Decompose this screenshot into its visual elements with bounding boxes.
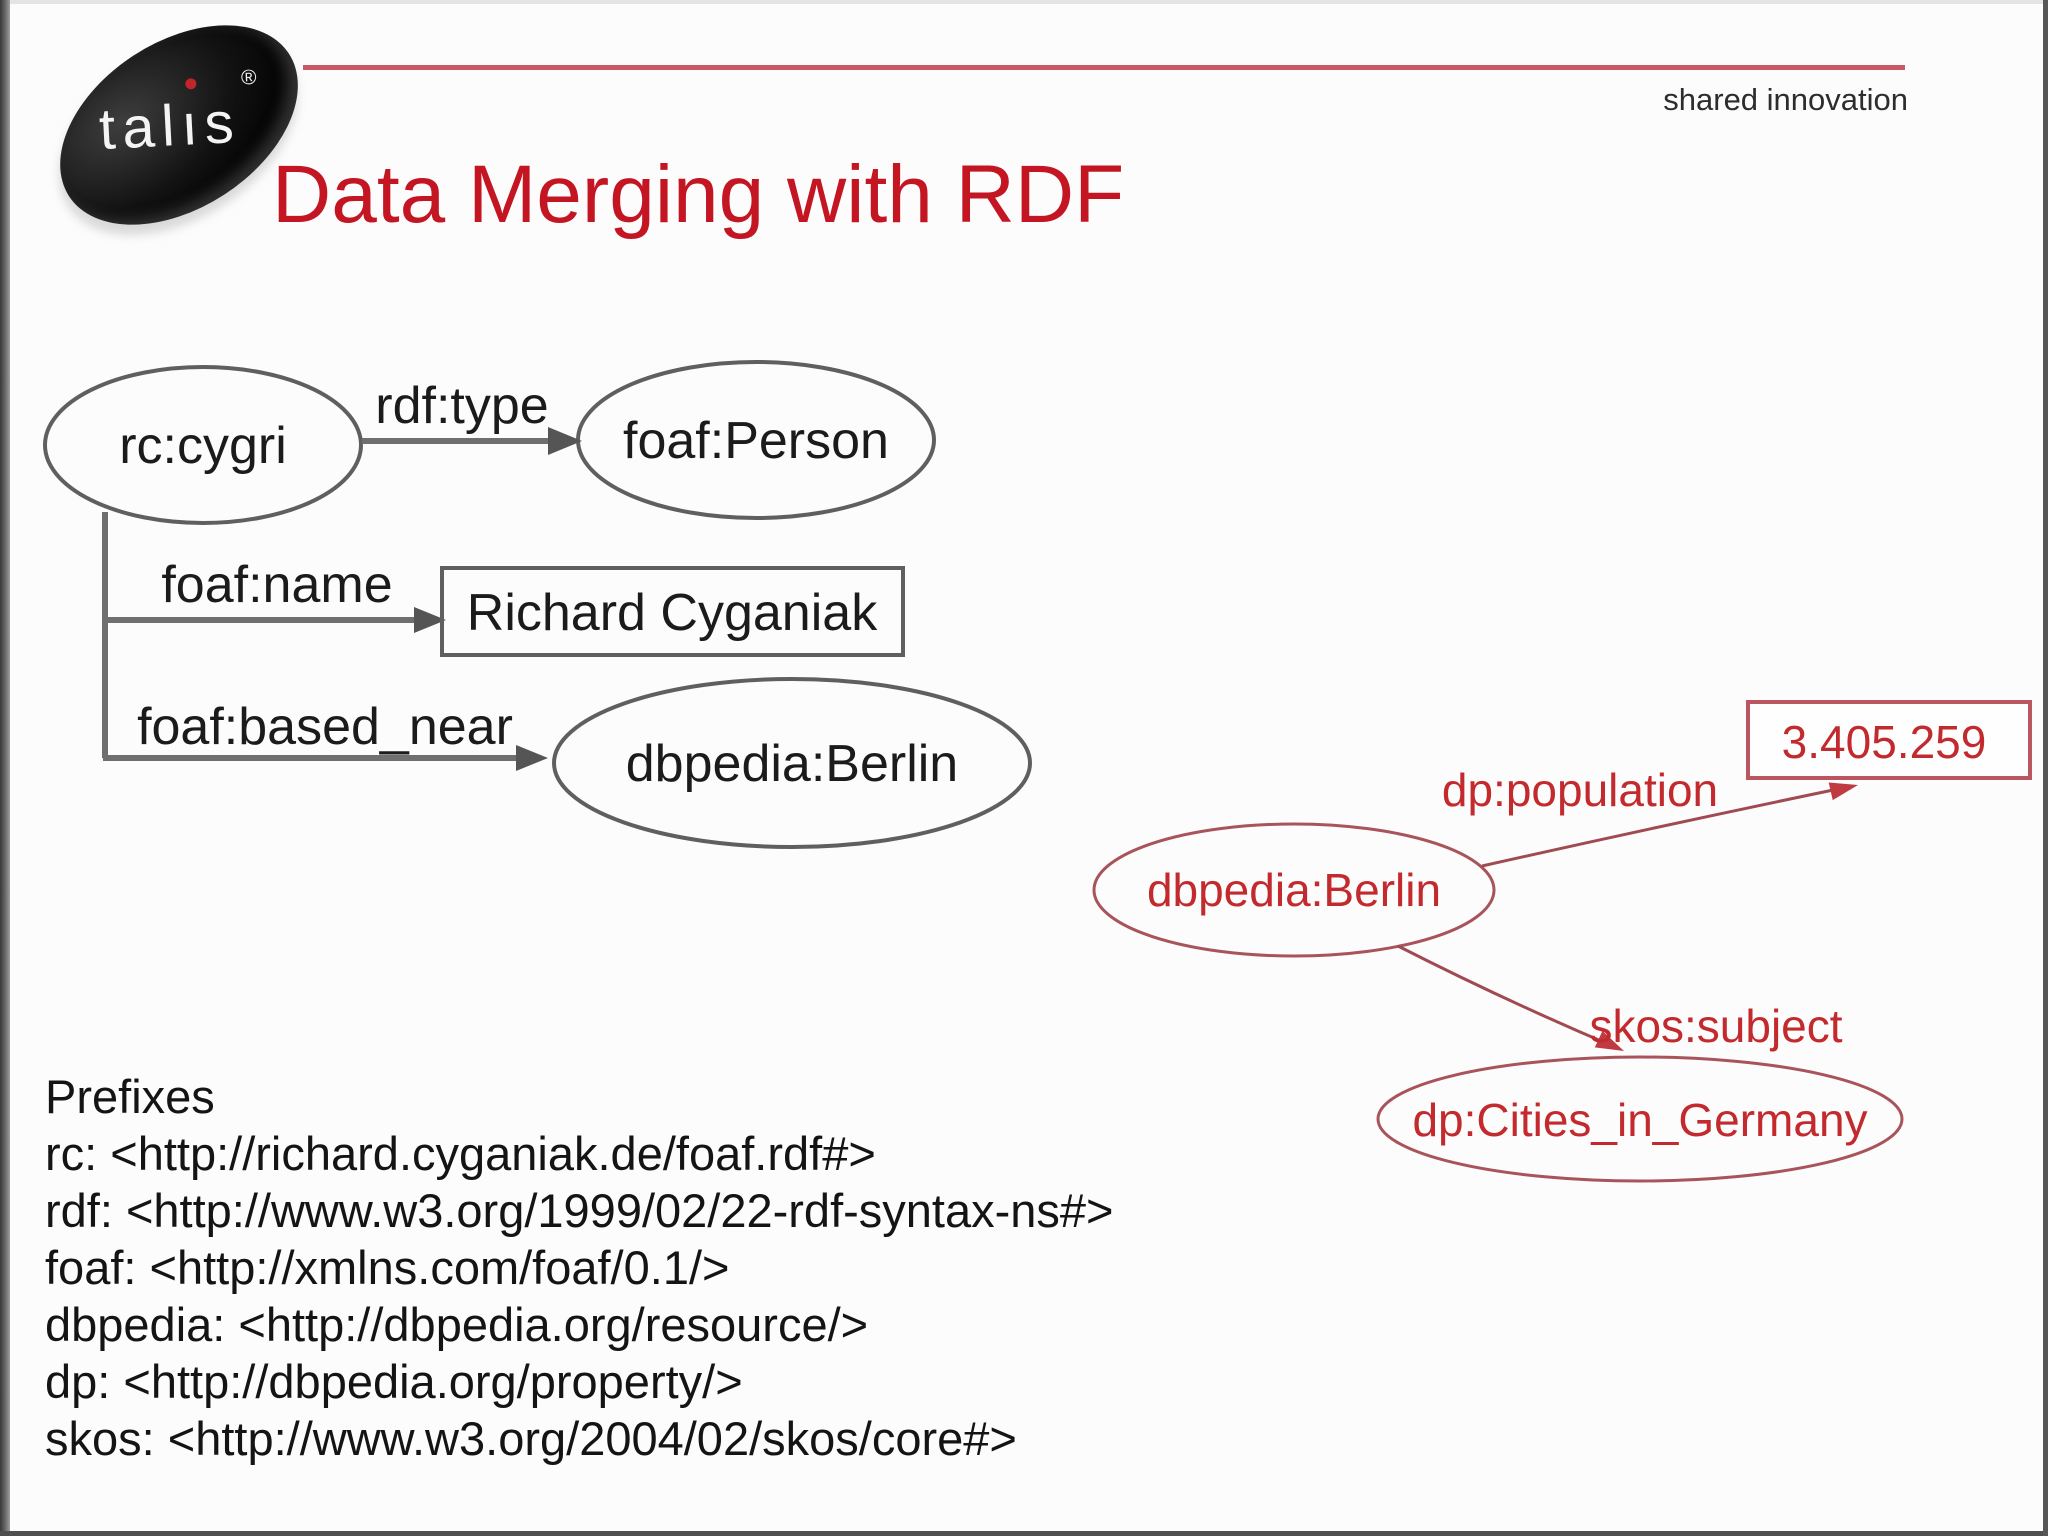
node-population-value-label: 3.405.259 <box>1782 716 1987 768</box>
edge-dp-population-arrowhead-icon <box>1828 782 1858 801</box>
prefix-line-foaf: foaf: <http://xmlns.com/foaf/0.1/> <box>45 1241 730 1294</box>
node-dbpedia-berlin-red-label: dbpedia:Berlin <box>1147 864 1441 916</box>
slide-bottom-edge <box>0 1531 2048 1536</box>
edge-foaf-name-arrowhead-icon <box>414 607 446 633</box>
header-red-rule <box>303 65 1905 70</box>
edge-rdf-type-label: rdf:type <box>375 377 548 435</box>
prefix-line-rc: rc: <http://richard.cyganiak.de/foaf.rdf… <box>45 1127 876 1180</box>
prefix-line-skos: skos: <http://www.w3.org/2004/02/skos/co… <box>45 1412 1017 1465</box>
edge-foaf-name-label: foaf:name <box>161 556 392 614</box>
prefixes-heading: Prefixes <box>45 1070 215 1123</box>
node-rc-cygri-ellipse <box>43 365 363 525</box>
node-richard-cyganiak-label: Richard Cyganiak <box>467 584 878 642</box>
node-cities-in-germany-label: dp:Cities_in_Germany <box>1412 1094 1867 1146</box>
node-dbpedia-berlin-ellipse <box>552 677 1032 849</box>
edge-foaf-based-near-label: foaf:based_near <box>137 698 513 756</box>
slide-right-edge <box>2043 0 2048 1536</box>
node-rc-cygri-label: rc:cygri <box>119 417 287 475</box>
tagline: shared innovation <box>1663 82 1908 117</box>
edge-foaf-based-near-arrowhead-icon <box>516 745 548 771</box>
edge-skos-subject-line <box>1397 944 1609 1046</box>
prefix-line-dbpedia: dbpedia: <http://dbpedia.org/resource/> <box>45 1298 869 1351</box>
page-title: Data Merging with RDF <box>272 149 1125 240</box>
node-dbpedia-berlin-label: dbpedia:Berlin <box>626 735 958 793</box>
slide-top-edge <box>0 0 2048 4</box>
edge-dp-population-line <box>1481 787 1839 868</box>
node-dbpedia-berlin-red-ellipse <box>1092 822 1496 958</box>
edge-skos-subject-arrowhead-icon <box>1594 1031 1624 1051</box>
edge-rdf-type-arrowhead-icon <box>548 427 582 455</box>
node-cities-in-germany-ellipse <box>1376 1055 1904 1183</box>
slide-left-edge <box>0 0 10 1536</box>
prefix-line-dp: dp: <http://dbpedia.org/property/> <box>45 1355 743 1408</box>
prefix-line-rdf: rdf: <http://www.w3.org/1999/02/22-rdf-s… <box>45 1184 1114 1237</box>
prefixes-block: Prefixes rc: <http://richard.cyganiak.de… <box>45 1068 1114 1467</box>
node-population-value-rect <box>1746 700 2032 780</box>
node-richard-cyganiak-rect <box>440 566 905 657</box>
node-foaf-person-label: foaf:Person <box>623 412 889 470</box>
edge-dp-population-label: dp:population <box>1442 764 1718 816</box>
edge-skos-subject-label: skos:subject <box>1589 1000 1842 1052</box>
